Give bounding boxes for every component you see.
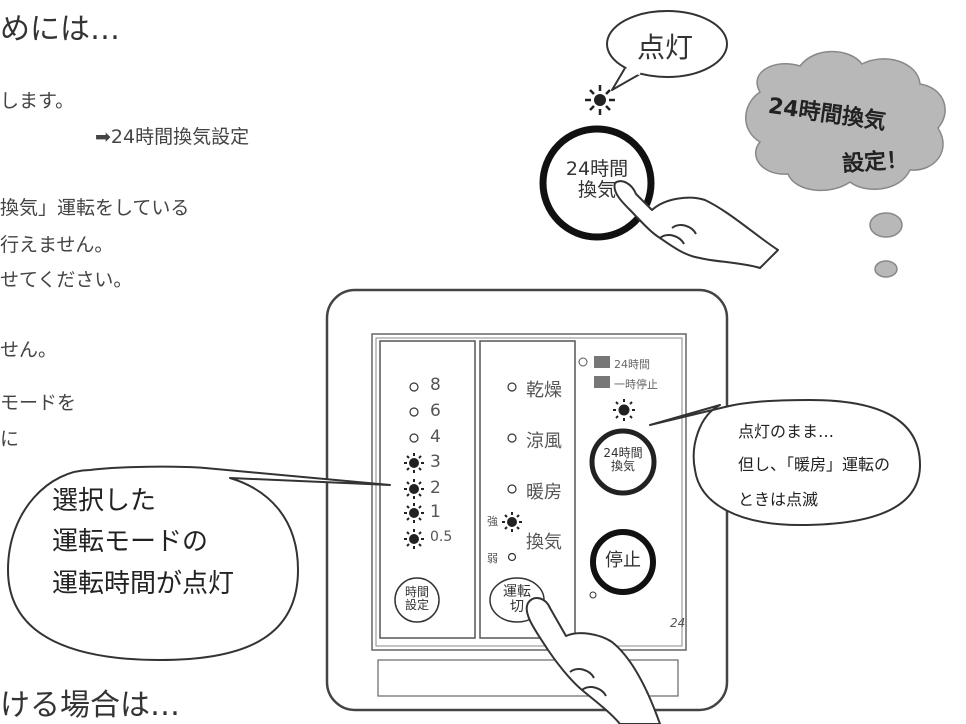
time-setting-button [394,577,440,623]
mode-label-cool: 涼風 [526,431,562,452]
mode-lamp-lit [502,512,522,532]
speech-top-label: 点灯 [637,31,694,64]
panel-24h-line-2: 換気 [610,459,635,474]
time-setting-label: 時間 設定 [397,585,437,613]
big-button-line-1: 24時間 [565,158,629,180]
left-text-line-2: ➡24時間換気設定 [95,126,250,148]
run-off-line-2: 切 [510,599,524,616]
run-off-line-1: 運転 [503,584,531,600]
left-text-line-5: せてください。 [0,269,133,291]
timer-label-0-5: 0.5 [430,529,453,545]
time-setting-line-1: 時間 [404,585,429,599]
strength-strong-label: 強 [487,515,498,528]
timer-label-4: 4 [430,427,441,447]
big-button-label: 24時間 換気 [557,159,637,201]
timer-label-2: 2 [430,478,441,498]
left-text-line-4: 行えません。 [0,234,114,256]
mode-label-vent: 換気 [526,532,562,553]
callout-right-line-3: ときは点滅 [738,490,819,509]
speech-bubble-top [606,10,728,91]
hand-top [613,180,779,269]
cloud-text-line-2: 設定！ [841,147,909,178]
panel-24h-line-1: 24時間 [603,446,643,460]
callout-right [649,399,921,526]
section-heading-top: めには… [0,12,120,47]
panel-legend [578,356,610,388]
timer-label-3: 3 [430,452,441,472]
panel-24h-label: 24時間 換気 [598,446,648,474]
lamp-lit-icon [585,85,615,115]
callout-left-line-2: 運転モードの [52,527,209,557]
strength-weak-label: 弱 [487,552,498,565]
stop-button [590,529,656,595]
left-text-line-8: に [0,428,20,450]
thought-cloud [745,50,946,278]
timer-lamps [409,382,419,443]
timer-lamps-lit [404,453,424,549]
timer-label-6: 6 [430,401,441,421]
big-button-line-2: 換気 [577,178,616,201]
left-text-line-3: 換気」運転をしている [0,197,190,219]
callout-right-line-2: 但し、「暖房」運転の [738,455,891,474]
left-text-line-1: します。 [0,90,75,112]
timer-label-8: 8 [430,375,441,395]
callout-left-line-1: 選択した [52,486,157,516]
vent-lamp-lit-icon [613,399,635,421]
left-text-line-7: モードを [0,392,77,414]
run-off-label: 運転 切 [496,584,538,616]
callout-left [7,465,391,661]
section-heading-bottom: ける場合は… [0,688,180,723]
mode-label-dry: 乾燥 [526,380,562,401]
legend-small-1: 24時間 [614,358,650,371]
brand-label: 24 [670,616,686,630]
left-text-line-6: せん。 [0,339,58,361]
callout-right-line-1: 点灯のまま… [738,422,835,441]
big-24h-button [539,125,655,241]
legend-small-2: 一時停止 [614,378,658,391]
stop-label: 停止 [605,550,641,571]
mode-label-heat: 暖房 [526,482,562,503]
callout-left-line-3: 運転時間が点灯 [52,569,235,599]
time-setting-line-2: 設定 [404,598,429,613]
mode-lamps [507,382,517,562]
timer-label-1: 1 [430,502,441,522]
panel-24h-button [589,428,657,496]
